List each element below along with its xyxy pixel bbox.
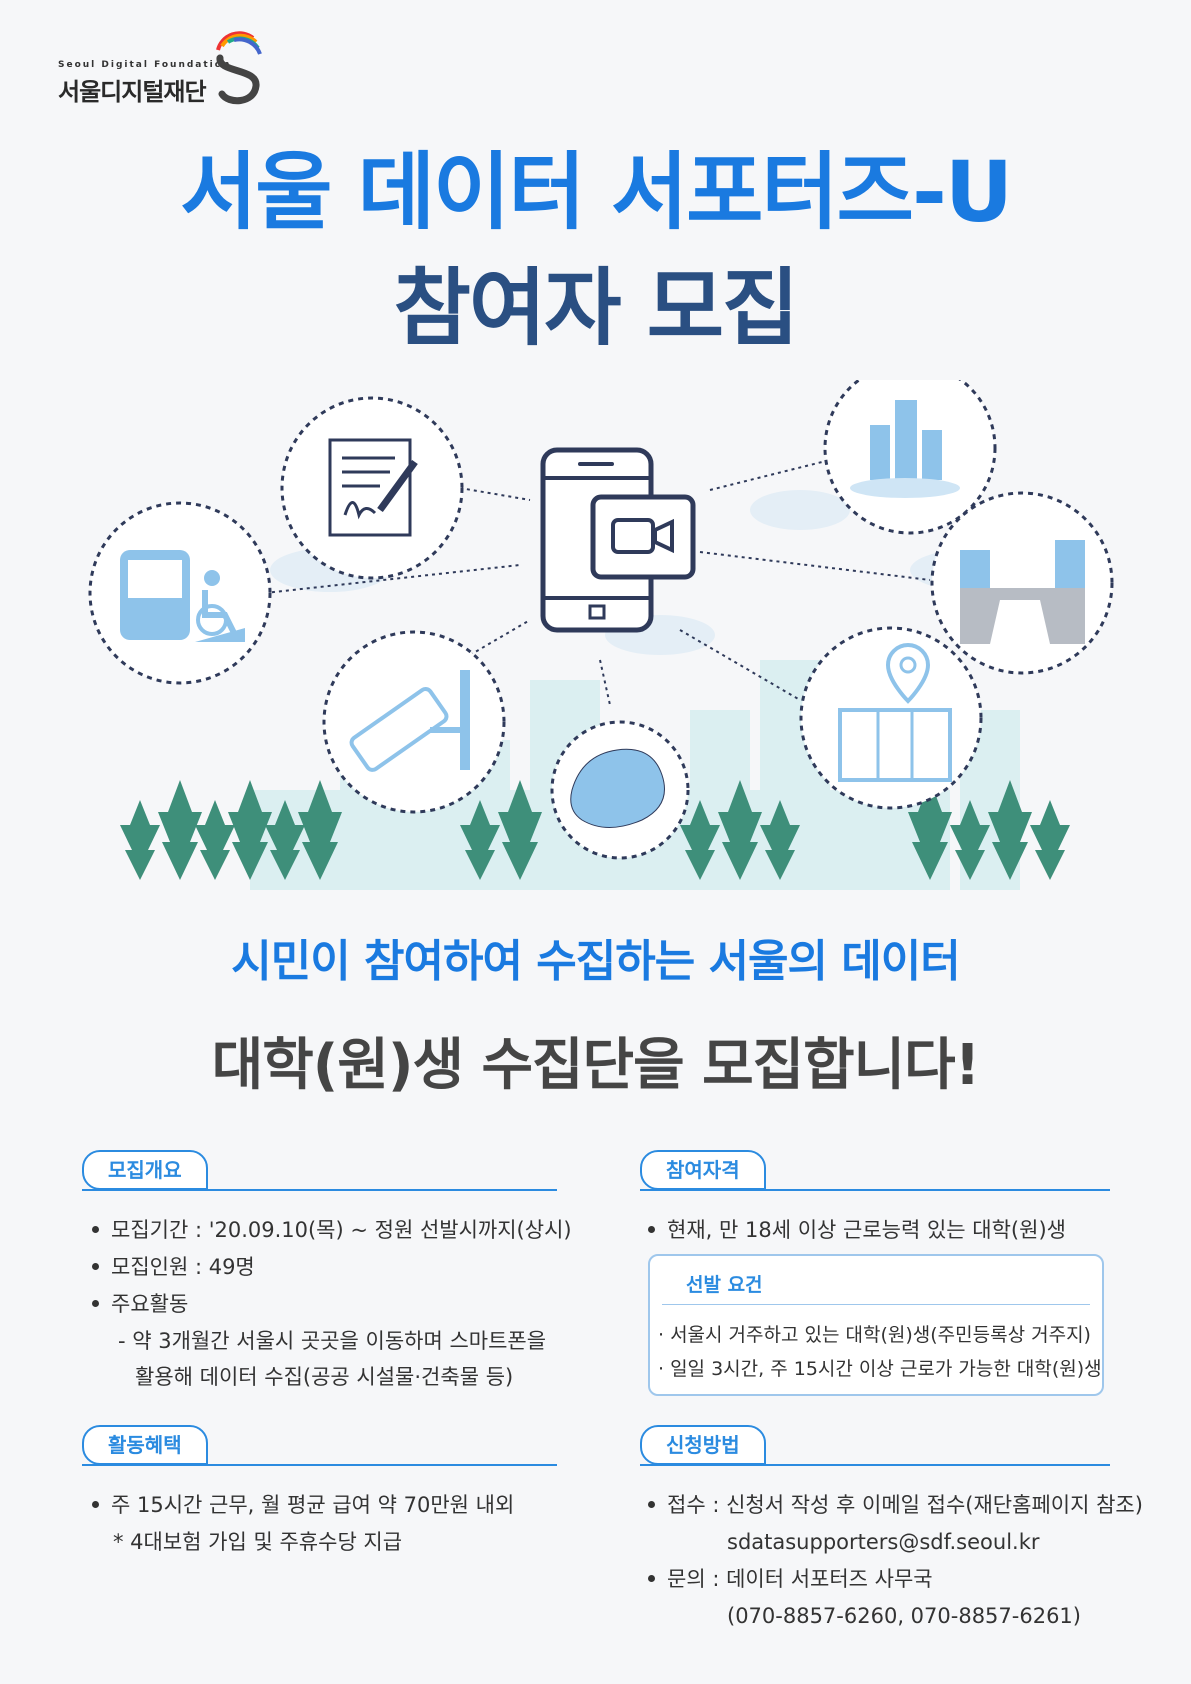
requirement-1: · 서울시 거주하고 있는 대학(원)생(주민등록상 거주지) — [658, 1324, 1091, 1346]
logo-s-mark-icon — [216, 31, 262, 105]
section-underline-benefits — [82, 1464, 557, 1466]
bullet-icon — [648, 1574, 655, 1582]
overview-count-text: 모집인원 : 49명 — [111, 1255, 255, 1279]
bullet-icon — [648, 1500, 655, 1508]
tree-icon — [120, 780, 1070, 880]
requirements-title: 선발 요건 — [686, 1274, 763, 1296]
cctv-camera-icon — [349, 670, 470, 772]
overview-activity: 주요활동 — [92, 1289, 188, 1319]
overview-activity-detail-2: 활용해 데이터 수집(공공 시설물·건축물 등) — [135, 1365, 514, 1389]
benefits-item: 주 15시간 근무, 월 평균 급여 약 70만원 내외 — [92, 1490, 514, 1520]
section-underline-eligibility — [640, 1189, 1110, 1191]
city-buildings-icon — [850, 400, 960, 498]
subtitle-line1: 시민이 참여하여 수집하는 서울의 데이터 — [231, 936, 960, 987]
crosswalk-street-icon — [960, 540, 1085, 644]
main-title-line2: 참여자 모집 — [393, 259, 800, 357]
overview-period: 모집기간 : '20.09.10(목) ~ 정원 선발시까지(상시) — [92, 1215, 572, 1245]
eligibility-item-text: 현재, 만 18세 이상 근로능력 있는 대학(원)생 — [667, 1218, 1066, 1242]
subtitle-line2: 대학(원)생 수집단을 모집합니다! — [211, 1033, 980, 1098]
apply-receipt: 접수 : 신청서 작성 후 이메일 접수(재단홈페이지 참조) — [648, 1490, 1143, 1520]
bullet-icon — [92, 1299, 99, 1307]
connector-lines — [264, 459, 931, 706]
requirement-2: · 일일 3시간, 주 15시간 이상 근로가 가능한 대학(원)생 — [658, 1358, 1102, 1380]
apply-inquiry-text: 문의 : 데이터 서포터즈 사무국 — [667, 1567, 933, 1591]
hero-illustration — [88, 380, 1114, 890]
overview-period-text: 모집기간 : '20.09.10(목) ~ 정원 선발시까지(상시) — [111, 1218, 572, 1242]
benefits-item-text: 주 15시간 근무, 월 평균 급여 약 70만원 내외 — [111, 1493, 515, 1517]
bullet-icon — [92, 1262, 99, 1270]
section-underline-overview — [82, 1189, 557, 1191]
logo: Seoul Digital Foundation 서울디지털재단 — [58, 28, 268, 118]
bullet-icon — [92, 1500, 99, 1508]
main-title-line1: 서울 데이터 서포터즈-U — [179, 143, 1013, 241]
bullet-icon — [648, 1225, 655, 1233]
section-tag-benefits: 활동혜택 — [82, 1425, 208, 1465]
section-tag-eligibility: 참여자격 — [640, 1150, 766, 1190]
apply-email: sdatasupporters@sdf.seoul.kr — [727, 1530, 1040, 1554]
selection-requirements-box: 선발 요건 · 서울시 거주하고 있는 대학(원)생(주민등록상 거주지) · … — [648, 1254, 1104, 1396]
apply-inquiry: 문의 : 데이터 서포터즈 사무국 — [648, 1564, 933, 1594]
benefits-note: * 4대보험 가입 및 주휴수당 지급 — [113, 1530, 403, 1554]
bullet-icon — [92, 1225, 99, 1233]
bus-wheelchair-icon — [120, 550, 245, 642]
apply-receipt-text: 접수 : 신청서 작성 후 이메일 접수(재단홈페이지 참조) — [667, 1493, 1143, 1517]
requirements-divider — [662, 1304, 1090, 1305]
smartphone-video-icon — [540, 447, 696, 633]
logo-korean: 서울디지털재단 — [58, 78, 207, 106]
apply-phone: (070-8857-6260, 070-8857-6261) — [727, 1604, 1081, 1628]
eligibility-item: 현재, 만 18세 이상 근로능력 있는 대학(원)생 — [648, 1215, 1066, 1245]
seoul-map-icon — [570, 748, 665, 828]
section-underline-apply — [640, 1464, 1110, 1466]
signed-document-icon — [328, 438, 418, 537]
overview-activity-text: 주요활동 — [111, 1292, 189, 1316]
logo-english: Seoul Digital Foundation — [58, 60, 232, 70]
section-tag-overview: 모집개요 — [82, 1150, 208, 1190]
overview-count: 모집인원 : 49명 — [92, 1252, 255, 1282]
overview-activity-detail-1: - 약 3개월간 서울시 곳곳을 이동하며 스마트폰을 — [118, 1329, 547, 1353]
section-tag-apply: 신청방법 — [640, 1425, 766, 1465]
location-map-icon — [838, 642, 952, 782]
